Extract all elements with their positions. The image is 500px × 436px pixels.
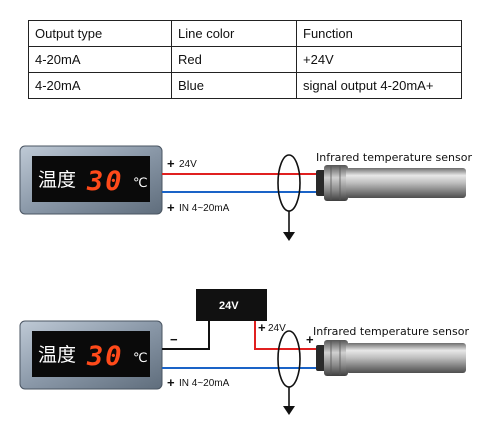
table-cell: Blue — [171, 72, 297, 99]
display-value: 30 — [86, 166, 124, 197]
sensor-label: Infrared temperature sensor — [316, 151, 472, 164]
ground-arrow-icon — [283, 232, 295, 241]
red-wire-label: 24V — [179, 159, 197, 170]
diagram-2: 24V 温度 30 ℃ − + 24V + + IN 4~20mA — [19, 289, 469, 415]
table-header-cell: Line color — [171, 20, 297, 47]
power-supply-label: 24V — [219, 300, 239, 312]
table-row: 4-20mA Blue signal output 4-20mA+ — [28, 72, 462, 99]
plus-sign: + — [306, 332, 314, 347]
table-cell: signal output 4-20mA+ — [296, 72, 462, 99]
table-cell: +24V — [296, 46, 462, 73]
display-unit: ℃ — [133, 176, 148, 191]
ferrite-loop — [277, 154, 301, 212]
power-supply-24v: 24V — [196, 289, 267, 321]
plus-sign: + — [167, 200, 175, 215]
sensor-label: Infrared temperature sensor — [313, 325, 469, 338]
display-label: 温度 — [38, 169, 76, 191]
display-unit: ℃ — [133, 351, 148, 366]
temperature-display-1: 温度 30 ℃ — [19, 145, 163, 215]
table-header-cell: Output type — [28, 20, 172, 47]
diagram-1: 温度 30 ℃ + 24V + IN 4~20mA Infrared tempe… — [19, 145, 472, 241]
blue-wire-label: IN 4~20mA — [179, 203, 230, 214]
wiring-table: Output type Line color Function 4-20mA R… — [28, 20, 462, 99]
blue-wire-label: IN 4~20mA — [179, 378, 230, 389]
infrared-sensor-1 — [316, 165, 466, 201]
ferrite-loop — [277, 330, 301, 388]
temperature-display-2: 温度 30 ℃ — [19, 320, 163, 390]
table-cell: 4-20mA — [28, 72, 172, 99]
table-cell: 4-20mA — [28, 46, 172, 73]
table-header-row: Output type Line color Function — [28, 20, 462, 47]
ground-arrow-icon — [283, 406, 295, 415]
infrared-sensor-2 — [316, 340, 466, 376]
plus-sign: + — [167, 156, 175, 171]
display-value: 30 — [86, 341, 124, 372]
plus-sign: + — [258, 320, 266, 335]
display-label: 温度 — [38, 344, 76, 366]
plus-sign: + — [167, 375, 175, 390]
red-wire-label: 24V — [268, 323, 286, 334]
minus-sign: − — [170, 332, 178, 347]
black-wire — [162, 321, 210, 350]
table-row: 4-20mA Red +24V — [28, 46, 462, 73]
